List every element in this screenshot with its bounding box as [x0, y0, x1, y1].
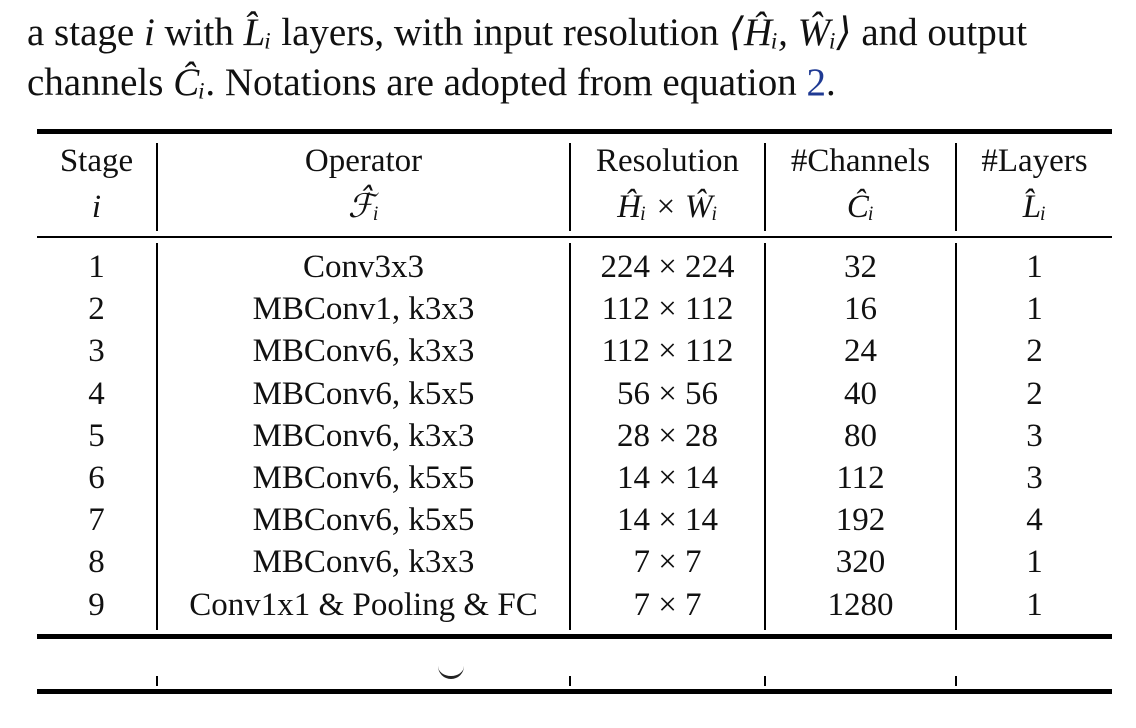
table-header-rule — [37, 236, 1112, 238]
header-operator-symbol: ℱ̂ᵢ — [347, 189, 380, 225]
stage-cell: 9 — [88, 586, 105, 623]
header-layers: #Layers — [981, 143, 1088, 179]
caption-text: . — [825, 61, 836, 104]
caption-math-C: Ĉᵢ — [173, 61, 206, 104]
layers-cell: 1 — [1026, 586, 1043, 623]
channels-cell: 112 — [836, 460, 885, 496]
operator-cell: MBConv6, k5x5 — [252, 460, 475, 496]
next-table-rule — [37, 689, 1112, 694]
layers-cell: 2 — [1026, 333, 1043, 370]
resolution-cell: 14 × 14 — [616, 460, 719, 496]
column-divider — [764, 243, 766, 630]
channels-cell: 16 — [844, 291, 877, 328]
resolution-cell: 224 × 224 — [600, 249, 735, 285]
stage-cell: 7 — [88, 502, 105, 539]
column-divider — [955, 143, 957, 231]
column-divider — [955, 243, 957, 630]
operator-cell: Conv3x3 — [302, 249, 424, 285]
channels-cell: 80 — [844, 417, 877, 454]
partial-column-divider — [764, 676, 766, 686]
partial-column-divider — [569, 676, 571, 686]
header-operator: Operator — [304, 143, 423, 179]
table-top-rule — [37, 129, 1112, 134]
header-resolution-symbol: Ĥᵢ × Ŵᵢ — [617, 189, 718, 225]
header-stage-symbol: i — [91, 189, 102, 225]
resolution-cell: 56 × 56 — [616, 375, 719, 412]
channels-cell: 24 — [844, 333, 877, 370]
channels-cell: 192 — [835, 502, 886, 539]
caption-text: . Notations are adopted from equation — [205, 61, 807, 104]
resolution-cell: 14 × 14 — [616, 502, 719, 539]
stage-cell: 5 — [88, 417, 105, 454]
stage-cell: 6 — [88, 460, 105, 496]
table-caption: a stage i with L̂ᵢ layers, with input re… — [27, 8, 1127, 108]
resolution-cell: 28 × 28 — [616, 417, 719, 454]
resolution-cell: 7 × 7 — [633, 544, 702, 581]
clipped-glyph-fragment — [438, 666, 464, 679]
layers-cell: 1 — [1026, 249, 1043, 285]
channels-cell: 320 — [835, 544, 886, 581]
operator-cell: MBConv1, k3x3 — [252, 291, 475, 328]
stage-cell: 2 — [88, 291, 105, 328]
layers-cell: 3 — [1026, 417, 1043, 454]
caption-line-1: a stage i with L̂ᵢ layers, with input re… — [27, 8, 1127, 58]
layers-cell: 1 — [1026, 291, 1043, 328]
header-layers-symbol: L̂ᵢ — [1022, 189, 1047, 225]
column-divider — [156, 243, 158, 630]
stage-cell: 8 — [88, 544, 105, 581]
operator-cell: MBConv6, k5x5 — [252, 502, 475, 539]
operator-cell: MBConv6, k3x3 — [252, 333, 475, 370]
operator-cell: MBConv6, k5x5 — [252, 375, 475, 412]
caption-math-resolution: ⟨Ĥᵢ, Ŵᵢ⟩ — [728, 11, 852, 54]
operator-cell: MBConv6, k3x3 — [252, 417, 475, 454]
operator-cell: MBConv6, k3x3 — [252, 544, 475, 581]
resolution-cell: 112 × 112 — [601, 333, 734, 370]
caption-text: channels — [27, 61, 174, 104]
partial-column-divider — [156, 676, 158, 686]
channels-cell: 1280 — [827, 586, 894, 623]
caption-math-i: i — [143, 11, 155, 54]
stage-cell: 1 — [88, 249, 105, 285]
caption-text: a stage — [27, 11, 144, 54]
resolution-cell: 7 × 7 — [633, 586, 702, 623]
stage-cell: 3 — [88, 333, 105, 370]
header-channels: #Channels — [790, 143, 931, 179]
column-divider — [569, 143, 571, 231]
equation-reference-link[interactable]: 2 — [806, 61, 826, 104]
table-bottom-rule — [37, 634, 1112, 639]
layers-cell: 3 — [1026, 460, 1043, 496]
channels-cell: 32 — [844, 249, 877, 285]
resolution-cell: 112 × 112 — [601, 291, 734, 328]
header-resolution: Resolution — [595, 143, 739, 179]
layers-cell: 4 — [1026, 502, 1043, 539]
caption-text: with — [154, 11, 244, 54]
layers-cell: 1 — [1026, 544, 1043, 581]
caption-math-L: L̂ᵢ — [243, 11, 272, 54]
partial-column-divider — [955, 676, 957, 686]
header-stage: Stage — [59, 143, 134, 179]
caption-text: layers, with input resolution — [271, 11, 729, 54]
header-channels-symbol: Ĉᵢ — [846, 189, 875, 225]
stage-cell: 4 — [88, 375, 105, 412]
caption-text: and output — [851, 11, 1028, 54]
channels-cell: 40 — [844, 375, 877, 412]
operator-cell: Conv1x1 & Pooling & FC — [189, 586, 538, 623]
caption-line-2: channels Ĉᵢ. Notations are adopted from … — [27, 58, 1127, 108]
column-divider — [764, 143, 766, 231]
column-divider — [569, 243, 571, 630]
layers-cell: 2 — [1026, 375, 1043, 412]
column-divider — [156, 143, 158, 231]
